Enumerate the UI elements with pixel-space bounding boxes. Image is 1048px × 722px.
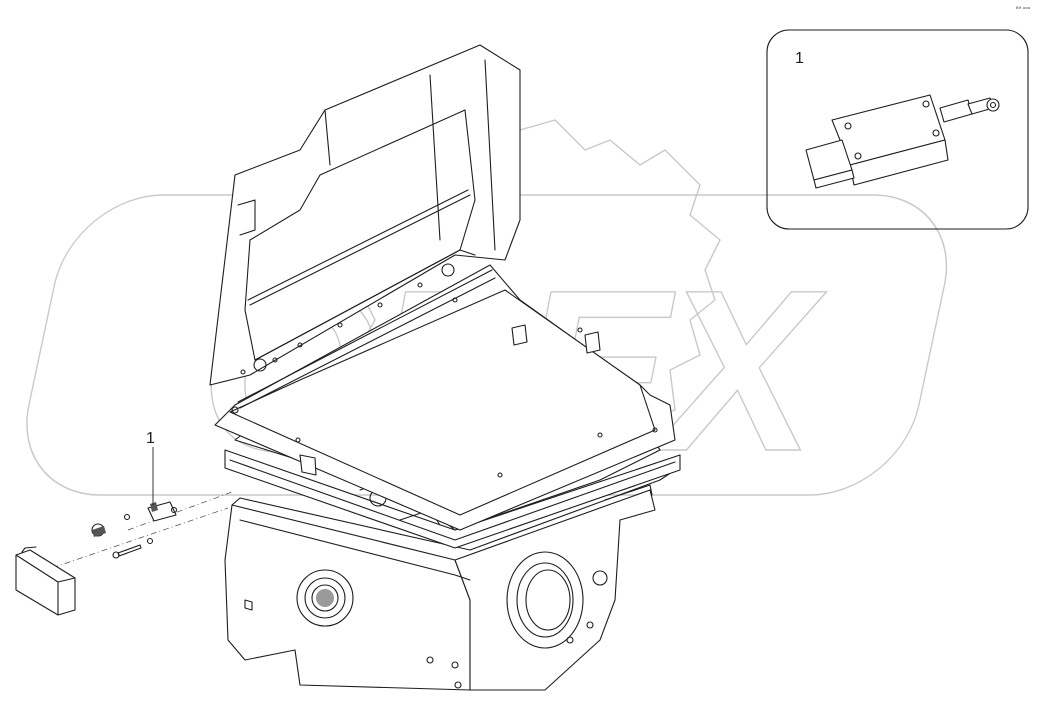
inset-frame [766, 29, 1029, 230]
hopper-lid [209, 44, 521, 386]
explode-axis-upper [127, 491, 233, 531]
inset-switch [805, 94, 1000, 189]
inset-detail: 1 [766, 29, 1029, 230]
main-callout-number: 1 [146, 430, 155, 447]
cover-plate [15, 546, 76, 616]
pin-bolt [112, 537, 154, 559]
exploded-switch-parts: 1 [15, 430, 233, 616]
corner-mark: ᴮ⁹ ᵒᵒᵒ [1016, 6, 1031, 13]
small-bushing [91, 513, 131, 537]
explode-axis-lower [39, 507, 229, 573]
gearbox-housing [214, 264, 681, 691]
inset-callout-number: 1 [795, 50, 804, 67]
limit-switch [147, 501, 178, 522]
right-bearing [506, 551, 584, 649]
